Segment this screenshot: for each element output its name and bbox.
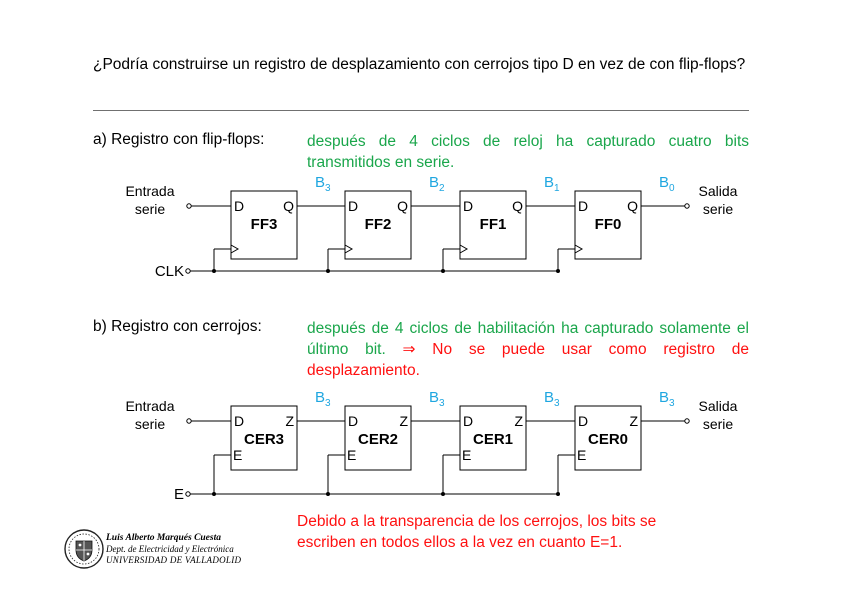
latch-bit-label-2: B3 [544,389,560,409]
ff-bit-label-0: B3 [315,174,331,194]
latch-pin-in-2: D [463,413,473,429]
logo-text: Luis Alberto Marqués Cuesta Dept. de Ele… [106,533,241,566]
ff-pin-out-3: Q [627,198,638,214]
latch-pin-out-0: Z [285,413,294,429]
ff-input-terminal [186,203,192,209]
ff-block-1 [344,190,412,260]
section-b-description-1: después de 4 ciclos de habilitación ha c… [307,320,749,358]
latch-pin-in-1: D [348,413,358,429]
ff-pin-out-1: Q [397,198,408,214]
university-logo: Luis Alberto Marqués Cuesta Dept. de Ele… [62,526,242,576]
ff-block-0 [230,190,298,260]
latch-pin-out-1: Z [399,413,408,429]
ff-pin-in-1: D [348,198,358,214]
ff-pin-in-3: D [578,198,588,214]
ff-bus-terminal [185,268,191,274]
flip-flop-register-diagram: Entrada serie D Q FF3 B3D Q FF2 B2D Q FF1 B1D Q FF0 B0… [125,174,737,280]
ff-clock-triangle-1 [344,244,354,254]
logo-university: UNIVERSIDAD DE VALLADOLID [106,555,242,565]
latch-pin-in-0: D [234,413,244,429]
logo-department: Dept. de Electricidad y Electrónica [106,544,234,554]
latch-bit-label-3: B3 [659,389,675,409]
latch-pin-out-3: Z [629,413,638,429]
latch-output-label: Salida [699,398,738,414]
ff-output-label-2: serie [703,201,734,217]
latch-block-label-3: CER0 [588,431,628,448]
ff-output-terminal [684,203,690,209]
ff-bus-label: CLK [155,263,184,280]
ff-pin-in-0: D [234,198,244,214]
latch-block-0 [230,405,298,471]
ff-clock-triangle-0 [230,244,240,254]
ff-clock-triangle-2 [459,244,469,254]
latch-block-1 [344,405,412,471]
latch-bit-label-0: B3 [315,389,331,409]
latch-pin-enable-2: E [462,447,471,463]
ff-pin-in-2: D [463,198,473,214]
section-b-description-2: No se puede usar como registro de despla… [307,341,749,379]
latch-block-label-2: CER1 [473,431,513,448]
title-divider [93,110,749,111]
logo-author: Luis Alberto Marqués Cuesta [106,533,221,543]
ff-bit-label-3: B0 [659,174,675,194]
ff-block-label-1: FF2 [365,216,392,233]
ff-block-label-3: FF0 [595,216,622,233]
ff-block-label-0: FF3 [251,216,278,233]
ff-input-label: Entrada [125,183,174,199]
ff-pin-out-0: Q [283,198,294,214]
latch-input-label-2: serie [135,416,166,432]
ff-block-2 [459,190,527,260]
ff-block-3 [574,190,642,260]
latch-block-label-0: CER3 [244,431,284,448]
latch-pin-enable-1: E [347,447,356,463]
latch-block-3 [574,405,642,471]
ff-bit-label-1: B2 [429,174,445,194]
section-a-description: después de 4 ciclos de reloj ha capturad… [307,133,749,171]
ff-output-label: Salida [699,183,738,199]
latch-bus-label: E [174,486,184,503]
university-seal-icon [64,529,104,569]
latch-pin-enable-0: E [233,447,242,463]
latch-input-label: Entrada [125,398,174,414]
latch-bit-label-1: B3 [429,389,445,409]
ff-clock-triangle-3 [574,244,584,254]
ff-input-label-2: serie [135,201,166,217]
section-a-label: a) Registro con flip-flops: [93,131,265,148]
latch-output-terminal [684,418,690,424]
latch-pin-out-2: Z [514,413,523,429]
section-b-label: b) Registro con cerrojos: [93,318,262,335]
latch-pin-enable-3: E [577,447,586,463]
ff-block-label-2: FF1 [480,216,507,233]
latch-bus-terminal [185,491,191,497]
question-title: ¿Podría construirse un registro de despl… [93,56,746,73]
ff-bit-label-2: B1 [544,174,560,194]
latch-block-label-1: CER2 [358,431,398,448]
implies-arrow: ⇒ [402,341,416,358]
latch-pin-in-3: D [578,413,588,429]
ff-pin-out-2: Q [512,198,523,214]
latch-block-2 [459,405,527,471]
latch-input-terminal [186,418,192,424]
latch-output-label-2: serie [703,416,734,432]
footnote: Debido a la transparencia de los cerrojo… [297,513,657,551]
section-b-description: después de 4 ciclos de habilitación ha c… [307,318,749,381]
